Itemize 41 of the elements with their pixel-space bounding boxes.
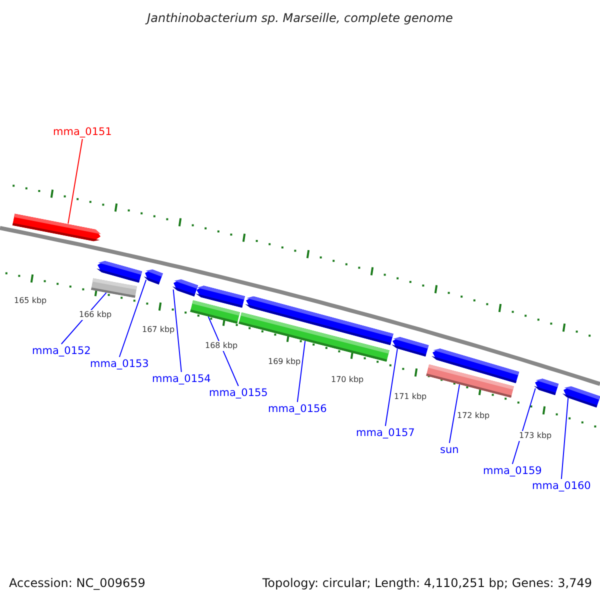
scale-label: 165 kbp <box>14 296 47 306</box>
gene-feature <box>426 364 514 398</box>
leader-line <box>118 279 147 358</box>
gene-feature <box>190 300 240 324</box>
gene-label: mma_0151 <box>53 126 112 138</box>
scale-label: 170 kbp <box>331 375 364 385</box>
gene-feature <box>561 384 600 408</box>
scale-label: 169 kbp <box>268 357 301 367</box>
gene-label: mma_0154 <box>152 373 211 385</box>
leader-line <box>208 316 239 386</box>
leader-line <box>512 388 536 464</box>
leader-line <box>560 398 569 480</box>
scale-label: 168 kbp <box>205 341 238 351</box>
gene-label: sun <box>440 444 459 456</box>
gene-label: mma_0159 <box>483 465 542 477</box>
gene-feature <box>390 335 429 357</box>
gene-label: mma_0160 <box>532 480 591 492</box>
leader-line <box>448 384 460 444</box>
gene-feature <box>12 213 102 242</box>
footer-note: Topology: circular; Length: 4,110,251 bp; Genes: 3,749 <box>262 576 592 590</box>
scale-label: 173 kbp <box>519 431 552 441</box>
gene-feature <box>142 267 164 285</box>
leader-line <box>172 289 182 372</box>
leader-line <box>384 348 398 426</box>
scale-label: 171 kbp <box>394 392 427 402</box>
scale-label: 172 kbp <box>457 411 490 421</box>
gene-label: mma_0152 <box>32 345 91 357</box>
gene-feature <box>533 376 559 395</box>
leader-line <box>296 340 306 402</box>
gene-feature <box>171 277 198 297</box>
gene-label: mma_0156 <box>268 403 327 415</box>
scale-label: 166 kbp <box>79 310 112 320</box>
gene-feature <box>90 278 138 298</box>
leader-line <box>68 138 83 224</box>
scale-label: 167 kbp <box>142 325 175 335</box>
gene-label: mma_0153 <box>90 358 149 370</box>
diagram-title: Janthinobacterium sp. Marseille, complete genome <box>147 11 453 25</box>
footer-note: Accession: NC_009659 <box>9 576 146 590</box>
gene-label: mma_0155 <box>209 387 268 399</box>
gene-label: mma_0157 <box>356 427 415 439</box>
gene-feature <box>95 259 142 283</box>
